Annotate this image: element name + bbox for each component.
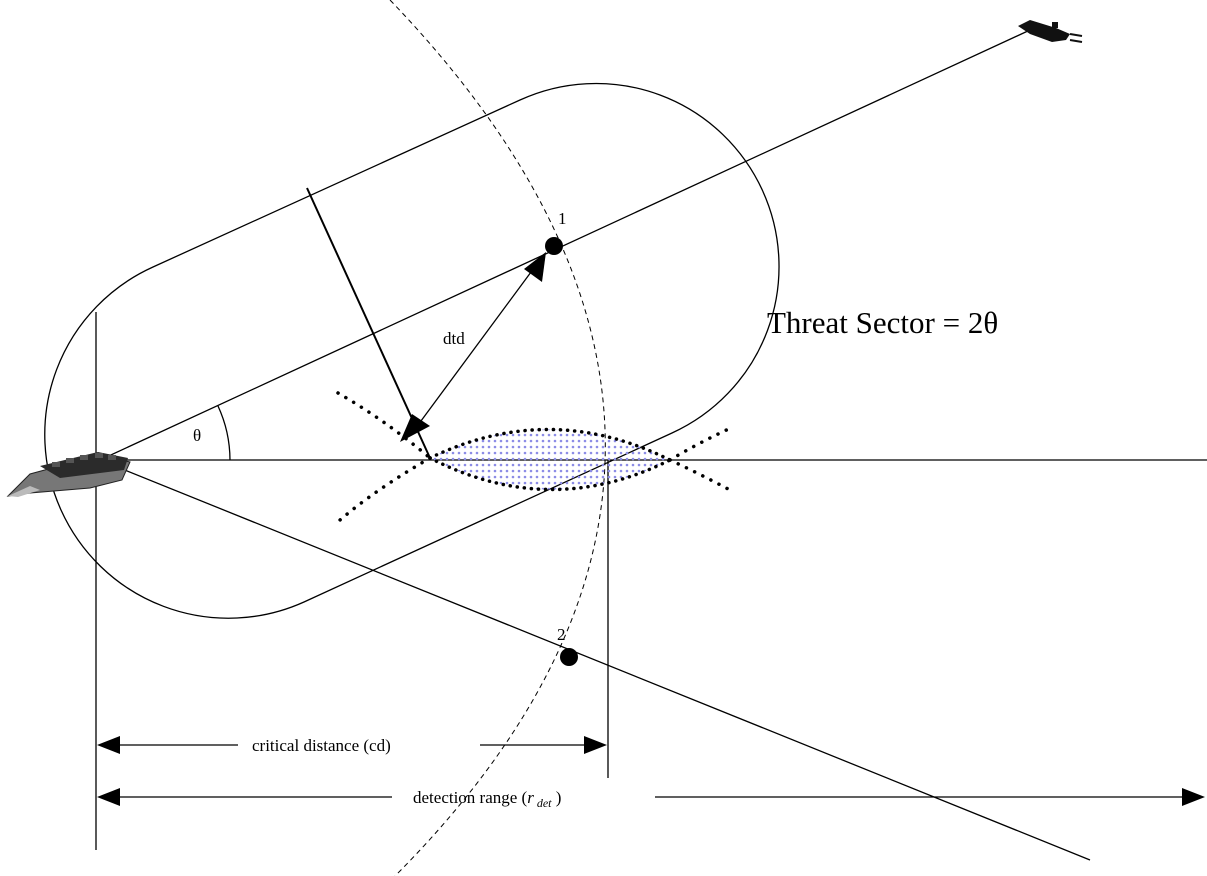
- dtd-arrow: [400, 252, 546, 442]
- ship-icon: [6, 452, 131, 497]
- dotted-curve-right-up: [668, 425, 735, 462]
- dtd-label: dtd: [443, 329, 465, 348]
- point-2-marker: [560, 648, 578, 666]
- critical-distance-label: critical distance (cd): [252, 736, 391, 755]
- point-1-marker: [545, 237, 563, 255]
- threat-bearing-line-upper: [99, 29, 1031, 461]
- dotted-curve-left-down: [338, 456, 432, 522]
- torpedo-icon: [1018, 20, 1083, 43]
- theta-label: θ: [193, 426, 201, 445]
- detection-range-dimension: [97, 788, 1205, 806]
- threat-sector-label: Threat Sector = 2θ: [767, 305, 998, 340]
- detection-range-arc: [389, 0, 606, 876]
- threat-bearing-line-lower: [99, 459, 1091, 861]
- dotted-curve-right-down: [668, 458, 732, 492]
- critical-distance-dimension: [97, 736, 607, 754]
- theta-angle-arc: [217, 405, 231, 461]
- overlap-region: [430, 429, 670, 490]
- perpendicular-line: [306, 187, 431, 459]
- point-2-label: 2: [557, 625, 566, 644]
- point-1-label: 1: [558, 209, 567, 228]
- threat-zone-outline: [44, 82, 780, 619]
- dotted-curve-left-up: [336, 391, 432, 460]
